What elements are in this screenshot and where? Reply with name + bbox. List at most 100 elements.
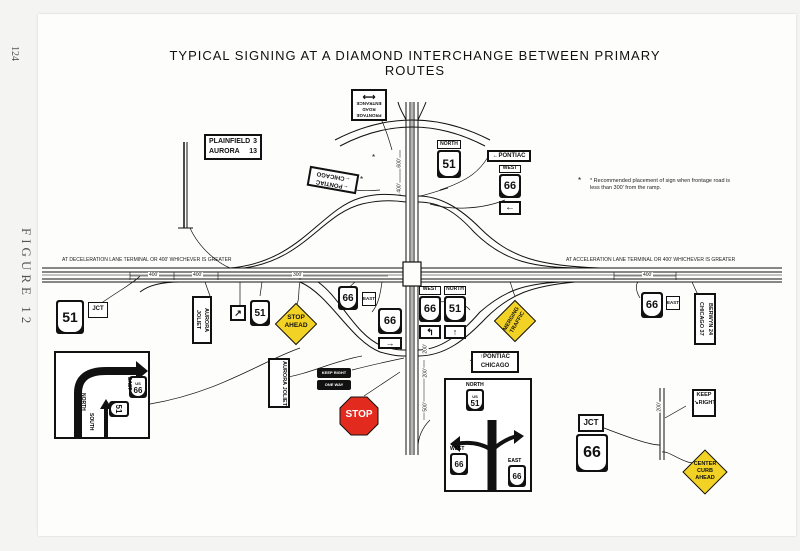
- distance-value: 37: [698, 329, 704, 336]
- sign-jct: JCT: [88, 302, 108, 318]
- sign-text: CHICAGO: [480, 363, 510, 369]
- sign-stop: [339, 396, 379, 436]
- arrow-left-icon: ←: [344, 175, 352, 182]
- sign-aurora-joliet-lower: AURORA JOLIET: [268, 358, 290, 408]
- svg-text:*: *: [360, 175, 363, 184]
- arrow-left-icon: ←: [499, 201, 521, 215]
- note-footnote: * Recommended placement of sign when fro…: [590, 178, 731, 191]
- sign-text: RIGHT: [333, 370, 347, 375]
- sign-jct: JCT: [578, 414, 604, 432]
- sign-shield-66: 66: [641, 292, 663, 318]
- direction-label: EAST: [126, 377, 132, 391]
- sign-text: RIGHT: [698, 400, 716, 406]
- shield-number: 51: [446, 298, 464, 320]
- dist-label: 400': [396, 182, 403, 194]
- ramp-sw: [299, 281, 407, 357]
- direction-label: NORTH: [80, 393, 86, 411]
- distance-value: 13: [249, 148, 257, 155]
- destination-label: CHICAGO: [698, 302, 704, 329]
- sign-text: JOLIET: [195, 310, 201, 330]
- sign-text: PONTIAC: [498, 153, 526, 159]
- sign-aurora-joliet: AURORA JOLIET: [192, 296, 212, 344]
- svg-text:*: *: [372, 153, 375, 162]
- shield-number: 51: [111, 403, 127, 415]
- ramp-se: [417, 281, 561, 351]
- sign-shield-51: 51: [109, 401, 129, 417]
- sign-center-curb-text: CENTER CURB AHEAD: [686, 461, 724, 482]
- shield-number: 66: [421, 298, 439, 320]
- figure-title: TYPICAL SIGNING AT A DIAMOND INTERCHANGE…: [169, 48, 661, 78]
- direction-label: SOUTH: [88, 413, 94, 431]
- sign-text: AURORA: [203, 307, 209, 333]
- arrow-left-icon: ←: [492, 153, 499, 159]
- svg-text:*: *: [578, 176, 581, 185]
- destination-label: PLAINFIELD: [209, 138, 251, 145]
- arrow-left-icon: ←: [342, 182, 350, 190]
- sign-text: FRONTAGE: [356, 113, 382, 118]
- note-acceleration: AT ACCELERATION LANE TERMINAL OR 400' WH…: [566, 257, 736, 263]
- shield-number: 66: [452, 455, 466, 473]
- sign-text: PONTIAC: [483, 354, 510, 360]
- sign-card-west: WEST: [419, 286, 441, 295]
- sign-pontiac-left: ←PONTIAC: [487, 150, 531, 162]
- shield-us: US: [135, 381, 141, 386]
- shield-us: US: [472, 394, 478, 399]
- arrow-right-icon: →: [378, 337, 402, 349]
- shield-number: 66: [133, 386, 143, 395]
- destination-label: AURORA: [209, 148, 240, 155]
- sign-card-east: EAST: [362, 292, 376, 306]
- ramp-nw: [229, 193, 407, 269]
- sign-text: KEEP: [696, 392, 712, 398]
- dist-label: 200': [656, 401, 663, 413]
- direction-label: EAST: [508, 458, 522, 464]
- stop-text: STOP: [345, 409, 373, 420]
- sign-frontage-road: FRONTAGE ROAD ENTRANCE ⟷: [351, 89, 387, 121]
- note-deceleration: AT DECELERATION LANE TERMINAL OR 400' WH…: [62, 257, 232, 263]
- sign-one-way: ONE WAY: [317, 380, 351, 390]
- arrow-up-icon: ↑: [480, 354, 483, 360]
- sign-shield-51: 51: [56, 300, 84, 334]
- sign-shield-66: 66: [419, 296, 441, 322]
- turn-left-arrow-icon: ↰: [419, 325, 441, 339]
- shield-number: 51: [470, 399, 480, 408]
- sign-shield-66: 66: [378, 308, 402, 334]
- shield-number: 66: [501, 176, 519, 196]
- dist-label: 300': [292, 272, 304, 278]
- destination-label: BERWYN: [707, 302, 713, 328]
- sign-text: KEEP: [321, 370, 333, 375]
- dist-label: 200': [422, 367, 429, 379]
- dist-label: 600': [396, 157, 403, 169]
- sign-shield-66: 66: [450, 453, 468, 475]
- sign-text: AHEAD: [284, 322, 308, 329]
- sign-text: STOP: [287, 314, 305, 321]
- arrow-right-icon: ↘: [694, 400, 699, 406]
- sign-card-west: WEST: [499, 165, 521, 173]
- arrow-up-icon: ↑: [444, 325, 466, 339]
- sign-pontiac-chicago: ↑PONTIAC CHICAGO: [471, 351, 519, 373]
- sign-shield-51: 51: [444, 296, 466, 322]
- shield-number: 66: [643, 294, 661, 316]
- dist-label: 200': [422, 343, 429, 355]
- distance-value: 24: [707, 328, 713, 335]
- frontage-road-arc: [334, 119, 491, 141]
- sign-shield-66: 66: [499, 174, 521, 198]
- sign-text: AHEAD: [695, 475, 715, 481]
- shield-number: 51: [439, 152, 459, 176]
- direction-label: WEST: [450, 446, 465, 452]
- sign-berwyn-chicago: BERWYN 24 CHICAGO 37: [694, 293, 716, 345]
- direction-label: NORTH: [466, 382, 484, 388]
- sign-text: CURB: [697, 468, 713, 474]
- sign-card-north: NORTH: [444, 286, 466, 295]
- overpass-bridge: [402, 261, 422, 287]
- sign-card-east: EAST: [666, 296, 680, 310]
- sign-keep-right: KEEP ↘RIGHT: [692, 389, 716, 417]
- sign-text: AURORA: [281, 360, 287, 385]
- sign-text: CENTER: [693, 461, 717, 467]
